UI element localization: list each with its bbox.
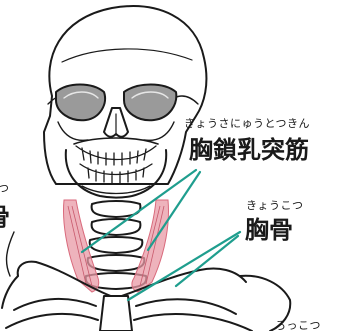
rib-1-left: [14, 299, 96, 310]
cervical-vertebra-4: [88, 255, 145, 271]
leader-line-clavicle: [176, 236, 238, 286]
eye-socket-left: [56, 85, 105, 121]
rib-2-left: [6, 314, 98, 328]
mandible-base: [82, 186, 150, 194]
left-reading-label: つ: [0, 183, 10, 194]
rib-1-right: [136, 299, 236, 314]
left-bone-label: 骨: [0, 205, 10, 229]
sternum: [100, 296, 132, 331]
rib-2-right: [134, 314, 252, 331]
shoulder-left: [2, 276, 18, 308]
sternum-label: 胸骨: [245, 218, 293, 242]
scm-label: 胸鎖乳突筋: [189, 138, 309, 162]
sternum-reading-label: きょうこつ: [246, 200, 304, 211]
rib-reading-label: ろっこつ: [275, 320, 321, 331]
scm-reading-label: きょうさにゅうとつきん: [184, 118, 310, 129]
side-contour-left: [7, 232, 14, 276]
cervical-vertebra-3: [90, 237, 143, 253]
